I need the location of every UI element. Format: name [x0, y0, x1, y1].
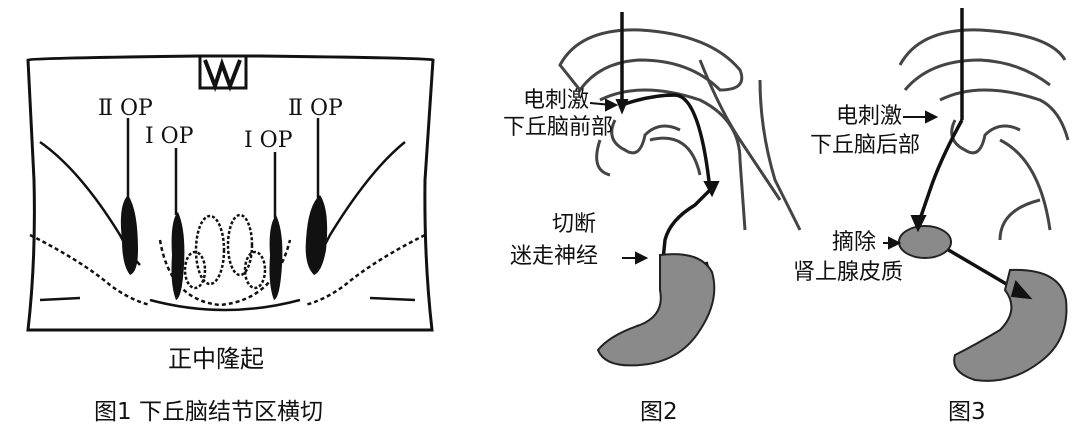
- figure1-inner-contours: [30, 142, 425, 310]
- fig3-remove-line2: 肾上腺皮质: [793, 260, 903, 286]
- fig2-cut-line2: 迷走神经: [510, 244, 598, 270]
- fig3-remove-line1: 摘除: [832, 230, 876, 256]
- label-1op-right: Ⅰ OP: [244, 128, 293, 154]
- label-median-eminence: 正中隆起: [168, 346, 264, 372]
- label-1op-left: Ⅰ OP: [145, 124, 194, 150]
- figure3-adrenal: [899, 226, 951, 258]
- fig2-cut-line1: 切断: [552, 212, 596, 238]
- figure1-nuclei: [121, 195, 327, 300]
- figure2-stomach: [598, 254, 714, 365]
- figure3-stomach: [954, 270, 1066, 381]
- fig2-stimulus-line1: 电刺激: [523, 88, 589, 114]
- label-2op-left: Ⅱ OP: [98, 96, 153, 122]
- figure1-section-outline: [28, 56, 433, 330]
- fig3-stimulus-line1: 电刺激: [836, 104, 902, 130]
- fig2-stimulus-line2: 下丘脑前部: [503, 115, 613, 141]
- label-2op-right: Ⅱ OP: [288, 96, 343, 122]
- fig3-stimulus-line2: 下丘脑后部: [810, 133, 920, 159]
